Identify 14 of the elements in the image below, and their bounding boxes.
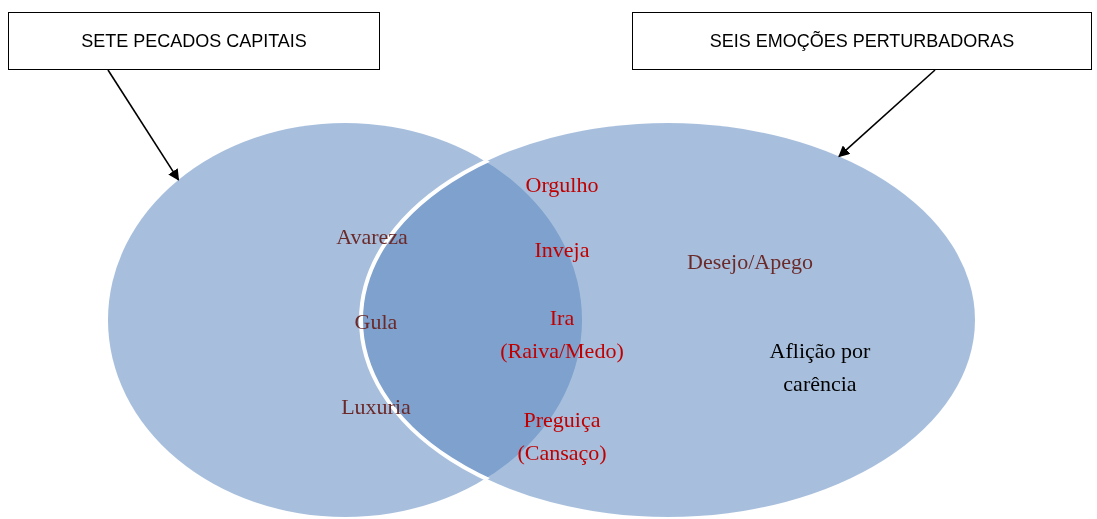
arrow (107, 69, 180, 181)
box-title: SETE PECADOS CAPITAIS (81, 30, 307, 52)
sin-label: Orgulho (525, 171, 599, 199)
sin-label: Desejo/Apego (687, 248, 813, 276)
sin-label: Preguiça (Cansaço) (516, 406, 608, 467)
title-box (632, 12, 1092, 70)
sin-label: Avareza (336, 223, 408, 251)
sin-label: Inveja (534, 236, 590, 264)
arrow (838, 69, 936, 158)
sin-label: Ira (Raiva/Medo) (499, 304, 625, 365)
sin-label: Luxuria (341, 393, 411, 421)
sin-label: Aflição por carência (768, 337, 872, 398)
box-title: SEIS EMOÇÕES PERTURBADORAS (709, 30, 1015, 52)
title-box (8, 12, 380, 70)
